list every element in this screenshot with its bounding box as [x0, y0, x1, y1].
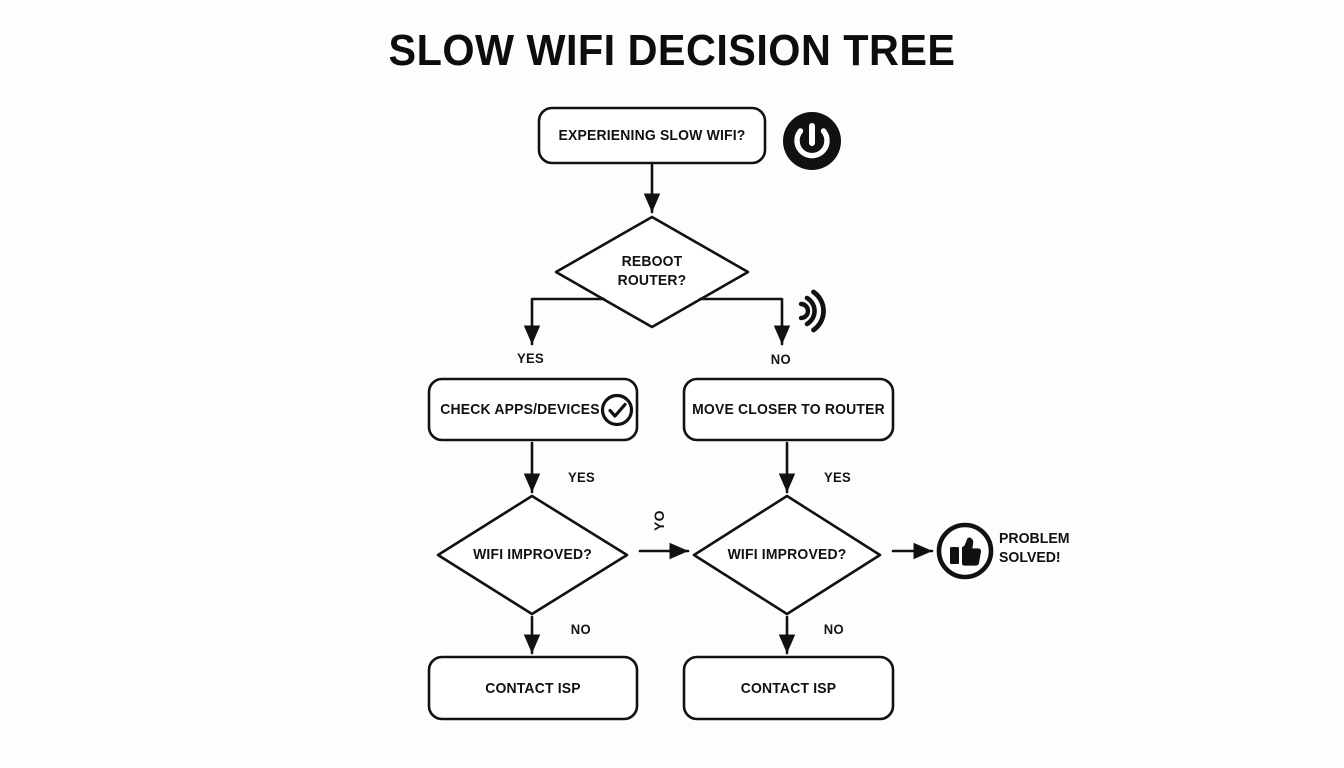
thumbs-up-icon [936, 522, 994, 580]
edge-label-between-diamonds: YO [651, 510, 667, 531]
node-isp-left-shape[interactable] [427, 655, 639, 721]
problem-solved-callout: PROBLEM SOLVED! [999, 530, 1070, 566]
wifi-signal-icon [798, 289, 826, 333]
node-check-apps-shape[interactable] [427, 377, 639, 442]
node-isp-right-shape[interactable] [682, 655, 895, 721]
edge-label-reboot-yes: YES [517, 350, 544, 366]
edge-label-move-yes: YES [824, 469, 851, 485]
page-title: SLOW WIFI DECISION TREE [388, 26, 956, 75]
node-improved-right-shape[interactable] [692, 494, 882, 616]
node-move-closer-label: MOVE CLOSER TO ROUTER [692, 401, 885, 418]
node-move-closer-shape[interactable] [682, 377, 895, 442]
node-start-label: EXPERIENING SLOW WIFI? [558, 127, 746, 144]
node-reboot-label: REBOOT ROUTER? [617, 253, 687, 289]
edge-label-check-yes: YES [568, 469, 595, 485]
node-start-shape[interactable] [537, 106, 767, 165]
edge-label-improved-right-no: NO [823, 621, 844, 637]
power-icon[interactable] [783, 112, 841, 170]
edge-label-reboot-no: NO [770, 351, 791, 367]
edge-reboot-yes [523, 297, 606, 346]
edge-label-improved-left-no: NO [570, 621, 591, 637]
node-isp-left-label: CONTACT ISP [485, 680, 581, 697]
node-improved-right-label: WIFI IMPROVED? [727, 546, 847, 563]
node-check-apps-label: CHECK APPS/DEVICES [440, 401, 600, 418]
check-circle-icon [600, 393, 634, 427]
edge-reboot-no [698, 297, 791, 346]
node-improved-left-shape[interactable] [436, 494, 629, 616]
node-isp-right-label: CONTACT ISP [740, 680, 837, 697]
node-improved-left-label: WIFI IMPROVED? [473, 546, 592, 563]
